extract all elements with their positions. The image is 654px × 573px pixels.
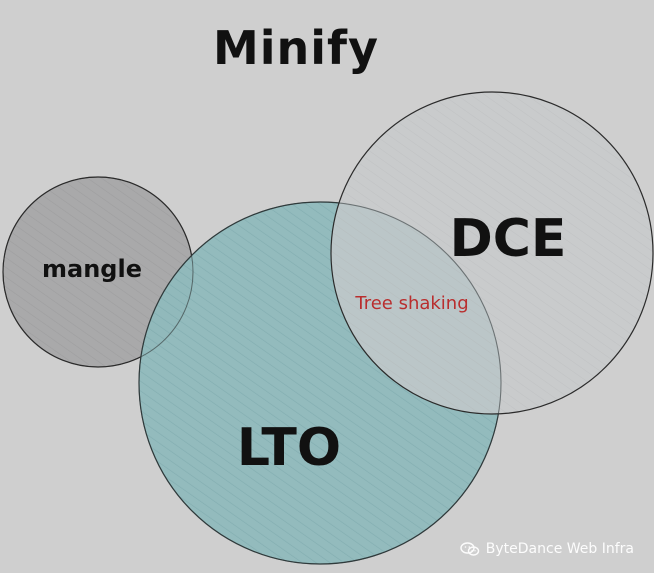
mangle-circle [2,176,194,368]
mangle-label: mangle [42,255,142,283]
lto-outline [138,201,502,565]
mangle-outline [2,176,194,368]
tree-shaking-label: Tree shaking [354,293,468,314]
lto-label: LTO [237,418,341,478]
watermark: ByteDance Web Infra [460,541,634,557]
dce-label: DCE [450,209,567,269]
diagram-title: Minify [213,21,379,75]
wechat-icon [460,542,479,556]
watermark-text: ByteDance Web Infra [485,541,634,557]
dce-circle [330,91,654,415]
